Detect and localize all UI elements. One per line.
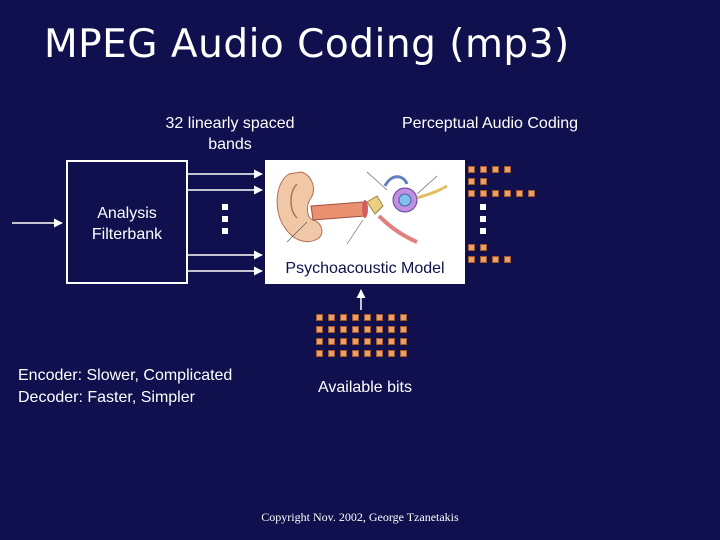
bit-square: [316, 314, 323, 321]
available-bits-label: Available bits: [318, 379, 412, 396]
bit-square: [388, 338, 395, 345]
copyright-footer: Copyright Nov. 2002, George Tzanetakis: [261, 510, 459, 524]
slide-title: MPEG Audio Coding (mp3): [44, 22, 570, 67]
bit-square: [340, 338, 347, 345]
encoder-note: Encoder: Slower, Complicated: [18, 367, 233, 384]
bit-square: [316, 326, 323, 333]
bit-square: [400, 326, 407, 333]
psychoacoustic-model-label: Psychoacoustic Model: [285, 260, 445, 277]
output-bits-grid: [466, 166, 546, 266]
bit-square: [388, 350, 395, 357]
bit-square: [388, 326, 395, 333]
bit-square: [400, 350, 407, 357]
bands-label: 32 linearly spaced bands: [165, 115, 295, 153]
bit-square: [328, 326, 335, 333]
bit-square: [316, 350, 323, 357]
band-ellipsis: [222, 204, 228, 234]
available-bits-grid: [316, 314, 412, 362]
psychoacoustic-model-box: Psychoacoustic Model: [265, 160, 465, 284]
bit-square: [364, 338, 371, 345]
bit-square: [364, 350, 371, 357]
bit-square: [400, 338, 407, 345]
perceptual-coding-label: Perceptual Audio Coding: [401, 115, 579, 132]
bit-square: [328, 350, 335, 357]
filterbank-label-line2: Filterbank: [91, 226, 163, 243]
filterbank-label-line1: Analysis: [97, 205, 157, 222]
bit-square: [376, 350, 383, 357]
bit-square: [388, 314, 395, 321]
ear-anatomy-image: [276, 171, 448, 245]
bit-square: [376, 338, 383, 345]
bit-square: [352, 314, 359, 321]
bit-square: [364, 314, 371, 321]
analysis-filterbank-box: [66, 160, 188, 284]
bit-square: [352, 350, 359, 357]
decoder-note: Decoder: Faster, Simpler: [18, 389, 195, 406]
bit-square: [400, 314, 407, 321]
bit-square: [340, 314, 347, 321]
output-ellipsis: [480, 204, 486, 234]
bit-square: [376, 326, 383, 333]
bit-square: [316, 338, 323, 345]
bit-square: [340, 350, 347, 357]
bit-square: [364, 326, 371, 333]
bit-square: [352, 326, 359, 333]
bit-square: [352, 338, 359, 345]
bit-square: [340, 326, 347, 333]
bit-square: [328, 314, 335, 321]
bit-square: [376, 314, 383, 321]
bit-square: [328, 338, 335, 345]
